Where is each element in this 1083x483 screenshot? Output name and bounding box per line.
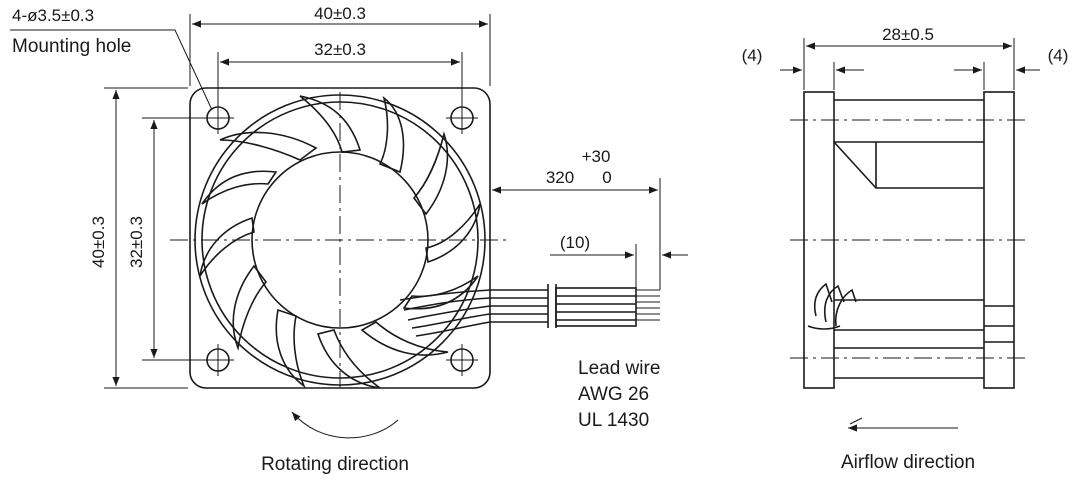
flange-right-label: (4) bbox=[1048, 46, 1069, 65]
lead-tol-plus-label: +30 bbox=[582, 147, 611, 166]
strip-length-label: (10) bbox=[560, 233, 590, 252]
hole-pitch-h-label: 32±0.3 bbox=[314, 40, 366, 59]
lead-wire-gauge: AWG 26 bbox=[578, 384, 649, 405]
lead-tol-minus-label: 0 bbox=[602, 168, 611, 187]
side-lead-wires bbox=[807, 282, 857, 330]
hole-pitch-v-label: 32±0.3 bbox=[127, 216, 146, 268]
lead-wire-label: Lead wire bbox=[578, 358, 660, 379]
front-view: 40±0.3 32±0.3 40±0.3 32±0.3 4-ø3.5±0.3 M… bbox=[10, 4, 688, 475]
outer-width-label: 40±0.3 bbox=[314, 4, 366, 23]
hole-name-label: Mounting hole bbox=[12, 36, 131, 57]
lead-wire-standard: UL 1430 bbox=[578, 410, 649, 431]
depth-label: 28±0.5 bbox=[882, 25, 934, 44]
airflow-caption: Airflow direction bbox=[841, 452, 975, 473]
rotation-caption: Rotating direction bbox=[261, 454, 409, 475]
outer-height-label: 40±0.3 bbox=[89, 216, 108, 268]
hole-spec-label: 4-ø3.5±0.3 bbox=[12, 6, 94, 25]
fan-blades bbox=[199, 95, 481, 389]
lead-wire-bundle bbox=[399, 284, 660, 337]
side-view: 28±0.5 (4) (4) Airflow direction bbox=[742, 25, 1069, 473]
lead-length-label: 320 bbox=[546, 168, 574, 187]
mounting-holes bbox=[202, 102, 478, 376]
flange-left-label: (4) bbox=[742, 46, 763, 65]
rotation-arrow bbox=[291, 411, 399, 439]
